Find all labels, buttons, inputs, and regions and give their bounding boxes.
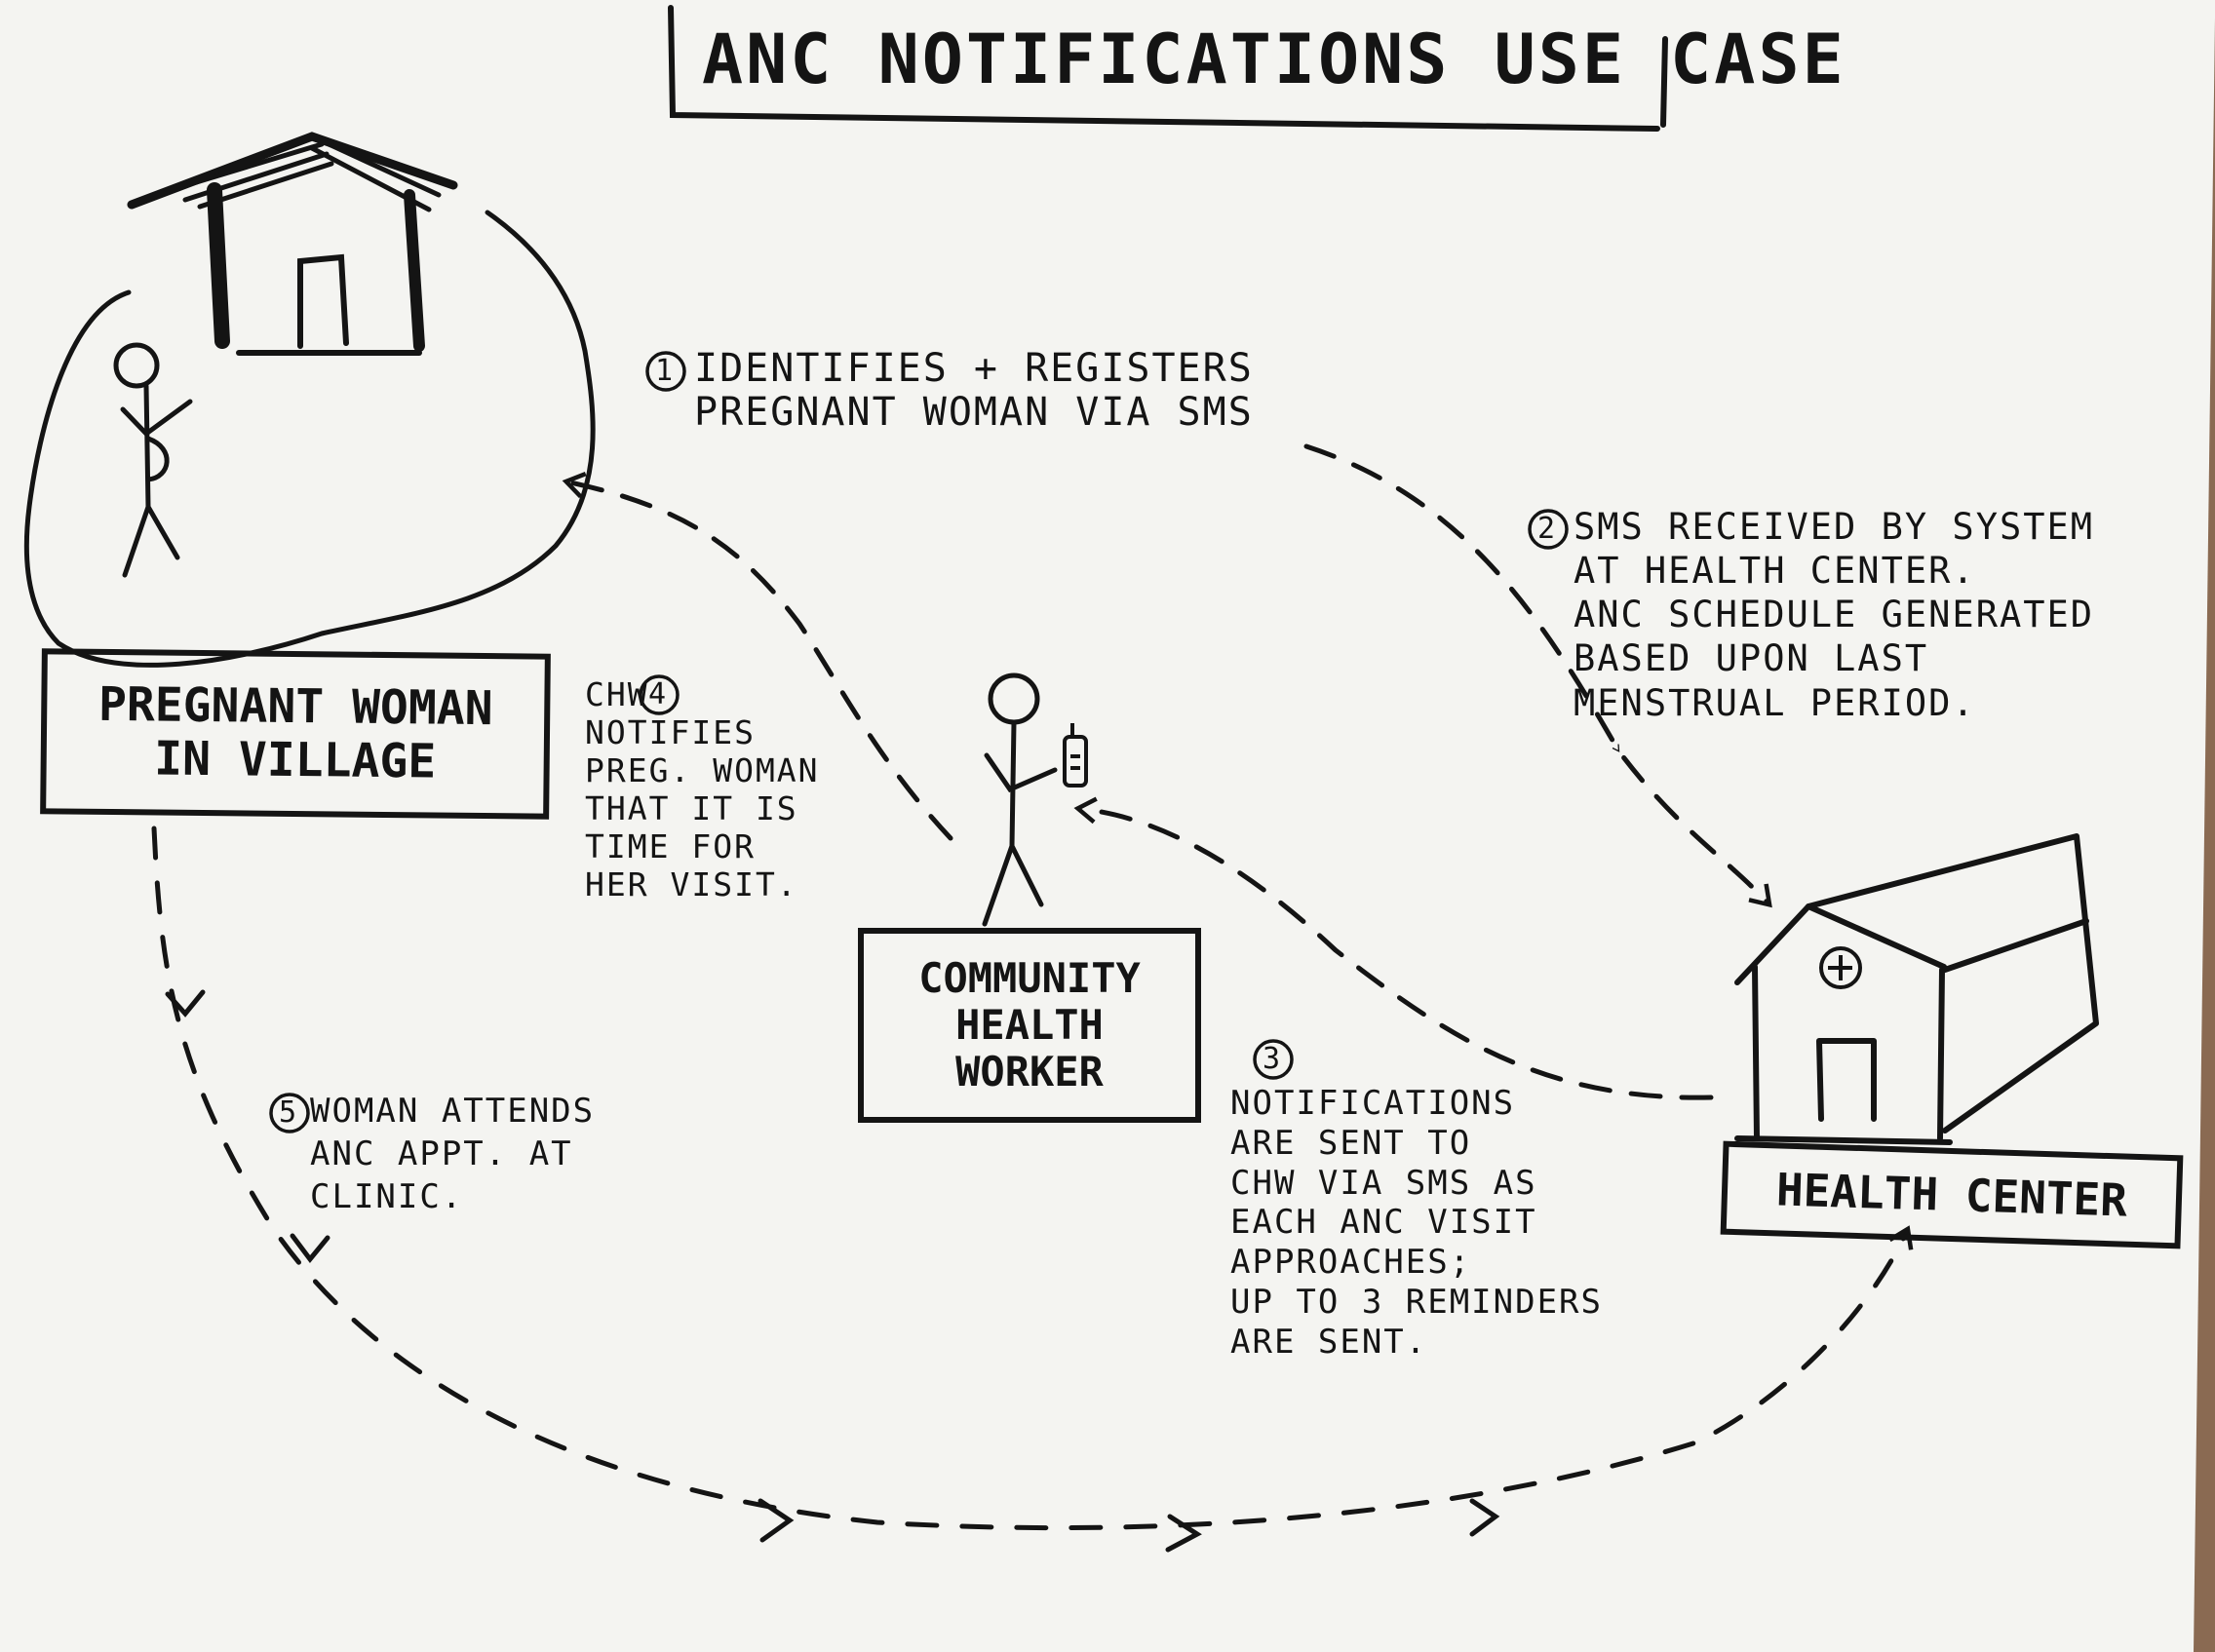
step-3-number: 3 <box>1263 1042 1281 1076</box>
step-4-circle <box>639 674 680 715</box>
step-1-number: 1 <box>655 354 674 388</box>
plus-sign-icon <box>1819 946 1862 989</box>
step-number-circles <box>269 351 1569 1133</box>
page-title: ANC NOTIFICATIONS USE CASE <box>702 19 1846 99</box>
step-4-number: 4 <box>648 677 667 711</box>
health-center-building-icon <box>1734 833 2099 1145</box>
step-2-text: SMS RECEIVED BY SYSTEM AT HEALTH CENTER.… <box>1574 506 2095 724</box>
stick-figure-woman-icon <box>113 342 193 578</box>
house-icon <box>127 132 458 356</box>
step-4-text: CHW NOTIFIES PREG. WOMAN THAT IT IS TIME… <box>585 675 820 903</box>
village-outline <box>23 210 596 668</box>
stick-figure-chw-icon <box>982 672 1058 927</box>
step-1-text: IDENTIFIES + REGISTERS PREGNANT WOMAN VI… <box>694 346 1254 435</box>
flow-arrow-1 <box>1303 443 1772 908</box>
step-2-number: 2 <box>1537 512 1556 546</box>
step-5-number: 5 <box>279 1095 297 1130</box>
flow-arrow-3 <box>1073 796 1714 1100</box>
step-2-circle <box>1528 509 1569 550</box>
step-5-circle <box>269 1093 310 1133</box>
title-frame <box>668 5 1668 132</box>
flow-arrow-4 <box>562 472 953 841</box>
mobile-phone-icon <box>1063 723 1088 788</box>
step-5-text: WOMAN ATTENDS ANC APPT. AT CLINIC. <box>310 1092 596 1217</box>
node-community-health-worker: COMMUNITY HEALTH WORKER <box>858 928 1201 1123</box>
step-3-text: NOTIFICATIONS ARE SENT TO CHW VIA SMS AS… <box>1230 1084 1603 1362</box>
node-health-center: HEALTH CENTER <box>1720 1140 2184 1249</box>
step-3-circle <box>1253 1039 1294 1080</box>
node-pregnant-woman: PREGNANT WOMAN IN VILLAGE <box>40 648 551 820</box>
flow-arrow-5-chevrons <box>165 989 1500 1553</box>
flow-arrow-5 <box>151 826 1914 1531</box>
step-1-circle <box>645 351 686 392</box>
